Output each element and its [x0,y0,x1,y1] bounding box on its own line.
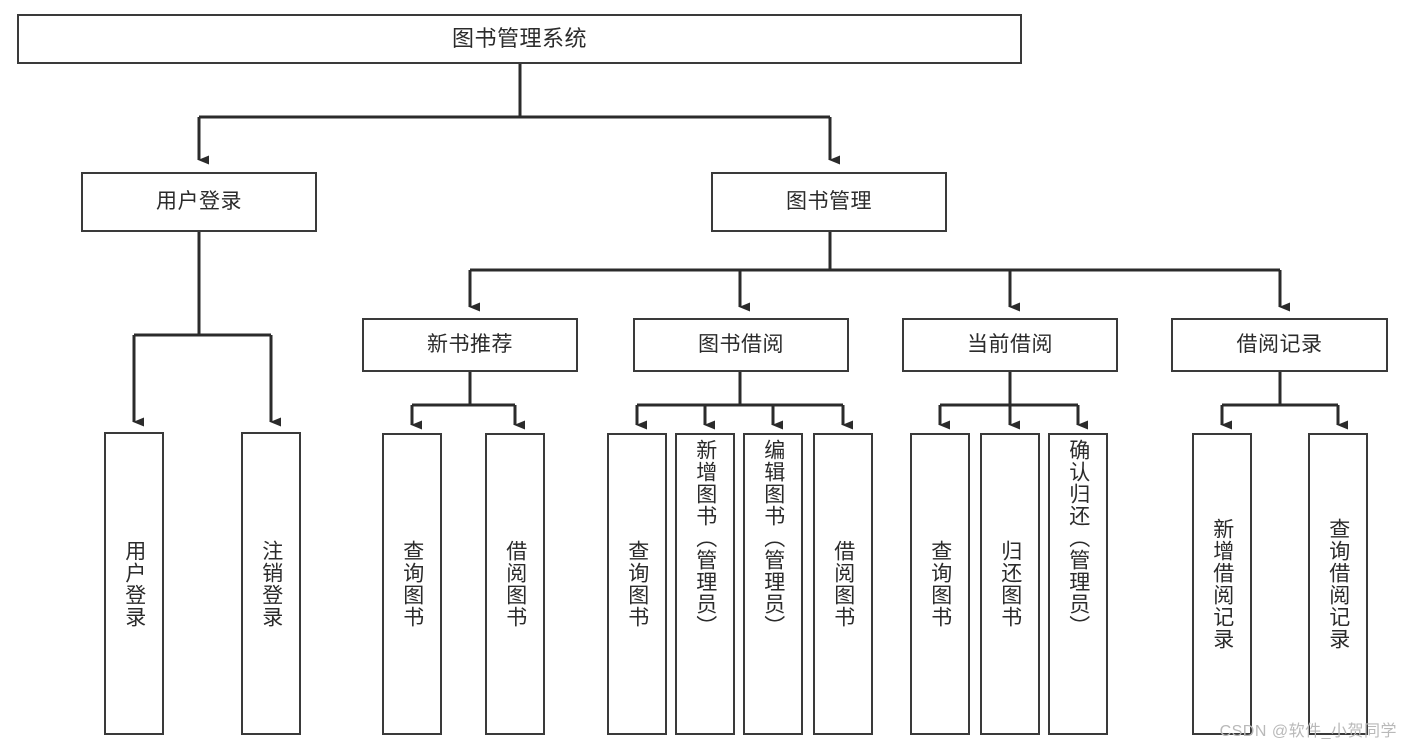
node-borrow-record[interactable]: 借阅记录 [1171,318,1388,372]
node-leaf-confirm-return-label: 确认归还（管理员） [1066,439,1090,637]
node-leaf-user-login[interactable]: 用户登录 [104,432,164,735]
node-leaf-query-book-2[interactable]: 查询图书 [607,433,667,735]
node-leaf-return-book-label: 归还图书 [998,540,1022,628]
node-leaf-add-record[interactable]: 新增借阅记录 [1192,433,1252,735]
node-leaf-confirm-return[interactable]: 确认归还（管理员） [1048,433,1108,735]
node-book-borrow[interactable]: 图书借阅 [633,318,849,372]
node-leaf-borrow-book-1-label: 借阅图书 [503,540,527,628]
node-leaf-edit-book[interactable]: 编辑图书（管理员） [743,433,803,735]
node-leaf-borrow-book-1[interactable]: 借阅图书 [485,433,545,735]
node-leaf-query-book-1-label: 查询图书 [400,540,424,628]
node-leaf-query-book-1[interactable]: 查询图书 [382,433,442,735]
node-leaf-query-book-3[interactable]: 查询图书 [910,433,970,735]
node-leaf-query-record-label: 查询借阅记录 [1326,518,1350,650]
node-leaf-borrow-book-2-label: 借阅图书 [831,540,855,628]
node-leaf-query-book-3-label: 查询图书 [928,540,952,628]
node-book-manage[interactable]: 图书管理 [711,172,947,232]
node-user-login-label: 用户登录 [156,190,242,214]
node-book-manage-label: 图书管理 [786,190,872,214]
node-leaf-add-book-label: 新增图书（管理员） [693,439,717,637]
node-book-borrow-label: 图书借阅 [698,333,784,357]
node-leaf-user-login-label: 用户登录 [122,539,146,628]
node-new-book-recommend-label: 新书推荐 [427,333,513,357]
node-leaf-query-book-2-label: 查询图书 [625,540,649,628]
node-new-book-recommend[interactable]: 新书推荐 [362,318,578,372]
node-leaf-add-book[interactable]: 新增图书（管理员） [675,433,735,735]
node-leaf-edit-book-label: 编辑图书（管理员） [761,439,785,637]
node-borrow-record-label: 借阅记录 [1236,333,1323,357]
node-leaf-add-record-label: 新增借阅记录 [1210,518,1234,650]
node-leaf-user-logout-label: 注销登录 [259,539,283,628]
node-leaf-return-book[interactable]: 归还图书 [980,433,1040,735]
node-leaf-user-logout[interactable]: 注销登录 [241,432,301,735]
node-root-label: 图书管理系统 [451,25,587,51]
node-leaf-query-record[interactable]: 查询借阅记录 [1308,433,1368,735]
node-root[interactable]: 图书管理系统 [17,14,1022,64]
node-current-borrow-label: 当前借阅 [967,333,1053,357]
node-leaf-borrow-book-2[interactable]: 借阅图书 [813,433,873,735]
node-current-borrow[interactable]: 当前借阅 [902,318,1118,372]
node-user-login[interactable]: 用户登录 [81,172,317,232]
